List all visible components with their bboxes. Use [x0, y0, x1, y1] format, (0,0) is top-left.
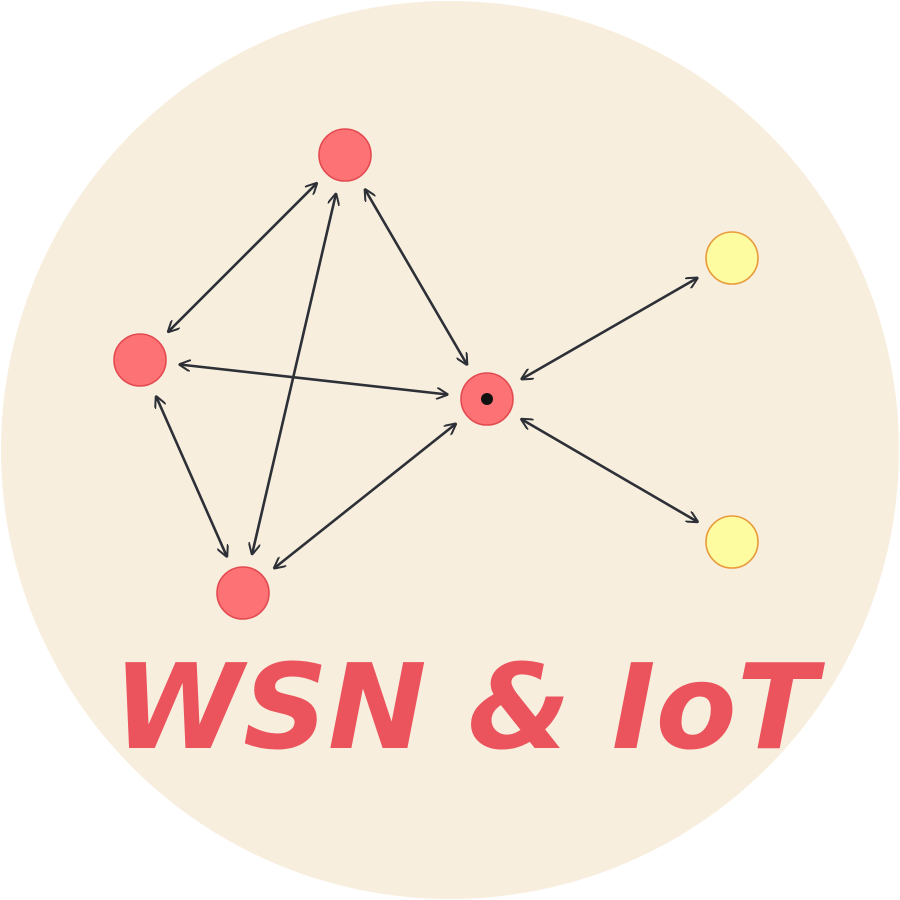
link-left-bottom: [156, 397, 227, 557]
logo-title: WSN & IoT: [113, 638, 826, 776]
node-bottom: [216, 566, 270, 620]
link-sink-lower-right: [522, 419, 698, 522]
node-top: [318, 128, 372, 182]
network-nodes: [113, 128, 759, 620]
sink-center-dot: [481, 393, 493, 405]
node-upper-right: [705, 231, 759, 285]
link-top-sink: [365, 190, 467, 365]
node-lower-right: [705, 515, 759, 569]
network-links: [156, 183, 697, 568]
link-bottom-sink: [274, 424, 455, 568]
node-left: [113, 333, 167, 387]
link-sink-upper-right: [522, 278, 698, 379]
link-left-sink: [180, 365, 448, 395]
